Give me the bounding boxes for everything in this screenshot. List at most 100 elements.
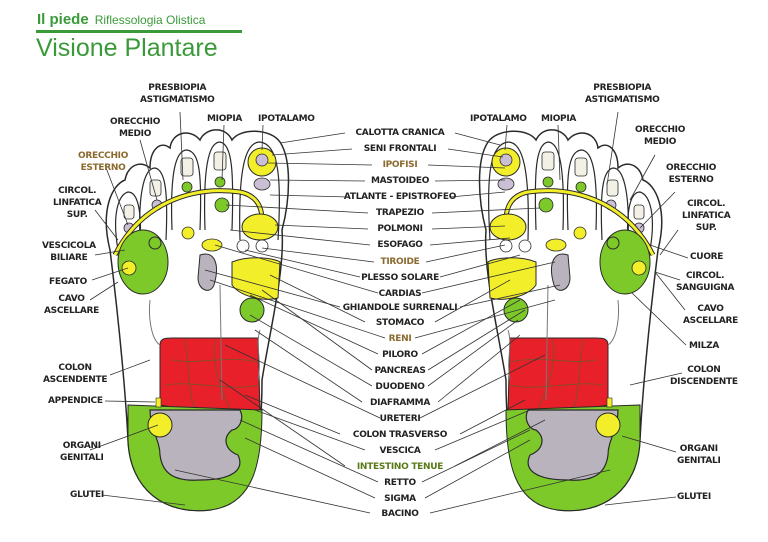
label-right-miopia: MIOPIA bbox=[541, 113, 576, 125]
label-line: CIRCOL. bbox=[58, 186, 97, 196]
label-left-organi-genitali: ORGANI GENITALI bbox=[60, 440, 104, 464]
label-line: SUP. bbox=[66, 210, 88, 220]
label-line: GENITALI bbox=[60, 453, 104, 463]
label-line: GENITALI bbox=[677, 456, 721, 466]
label-line: ESTERNO bbox=[80, 163, 126, 173]
label-line: ASCENDENTE bbox=[43, 375, 108, 385]
label-left-vescicola-biliare: VESCICOLA BILIARE bbox=[42, 240, 96, 264]
label-line: PRESBIOPIA bbox=[148, 83, 207, 93]
label-line: ORECCHIO bbox=[666, 163, 717, 173]
label-line: CAVO bbox=[58, 294, 85, 304]
label-line: MIOPIA bbox=[207, 114, 243, 124]
label-line: PRESBIOPIA bbox=[593, 83, 652, 93]
label-left-cavo-ascellare: CAVO ASCELLARE bbox=[44, 293, 99, 317]
label-plesso-solare: PLESSO SOLARE bbox=[361, 273, 439, 283]
label-left-orecchio-esterno: ORECCHIO ESTERNO bbox=[78, 150, 128, 174]
label-right-colon-discendente: COLON DISCENDENTE bbox=[670, 364, 738, 388]
label-right-circol-linfatica: CIRCOL. LINFATICA SUP. bbox=[682, 198, 731, 234]
label-right-ipotalamo: IPOTALAMO bbox=[470, 113, 527, 125]
label-diaframma: DIAFRAMMA bbox=[369, 398, 430, 408]
label-intestino-tenue: INTESTINO TENUE bbox=[356, 462, 444, 472]
label-atlante-epistrofeo: ATLANTE - EPISTROFEO bbox=[343, 192, 457, 202]
label-line: CIRCOL. bbox=[687, 199, 726, 209]
label-line: VESCICOLA bbox=[42, 241, 96, 251]
left-foot bbox=[106, 130, 288, 511]
label-left-miopia: MIOPIA bbox=[207, 113, 242, 125]
leader-lines bbox=[174, 132, 611, 514]
label-ureteri: URETERI bbox=[379, 414, 421, 424]
label-tiroide: TIROIDE bbox=[380, 257, 420, 267]
label-stomaco: STOMACO bbox=[375, 318, 425, 328]
right-leader-lines bbox=[504, 111, 689, 506]
label-line: FEGATO bbox=[49, 277, 87, 287]
label-line: IPOTALAMO bbox=[258, 114, 315, 124]
label-reni: RENI bbox=[388, 334, 412, 344]
label-colon-trasverso: COLON TRASVERSO bbox=[352, 430, 448, 440]
label-line: GLUTEI bbox=[677, 492, 711, 502]
label-line: COLON bbox=[58, 363, 92, 373]
label-right-circol-sanguigna: CIRCOL. SANGUIGNA bbox=[676, 270, 735, 294]
page-title: Visione Plantare bbox=[36, 34, 218, 62]
label-right-organi-genitali: ORGANI GENITALI bbox=[677, 443, 721, 467]
label-line: DISCENDENTE bbox=[670, 377, 738, 387]
label-left-ipotalamo: IPOTALAMO bbox=[258, 113, 315, 125]
label-vescica: VESCICA bbox=[379, 446, 421, 456]
label-calotta-cranica: CALOTTA CRANICA bbox=[355, 128, 445, 138]
label-right-orecchio-medio: ORECCHIO MEDIO bbox=[635, 124, 685, 148]
label-right-milza: MILZA bbox=[689, 340, 719, 352]
label-line: MIOPIA bbox=[541, 114, 577, 124]
label-esofago: ESOFAGO bbox=[377, 240, 423, 250]
label-line: IPOTALAMO bbox=[470, 114, 527, 124]
label-line: COLON bbox=[687, 365, 721, 375]
left-leader-lines bbox=[89, 111, 264, 506]
right-foot bbox=[480, 130, 662, 511]
label-seni-frontali: SENI FRONTALI bbox=[363, 144, 437, 154]
label-piloro: PILORO bbox=[382, 350, 418, 360]
label-duodeno: DUODENO bbox=[375, 382, 425, 392]
label-line: MILZA bbox=[689, 341, 720, 351]
label-line: CIRCOL. bbox=[686, 271, 725, 281]
label-left-colon-ascendente: COLON ASCENDENTE bbox=[43, 362, 107, 386]
label-line: ASCELLARE bbox=[683, 316, 739, 326]
label-line: ASCELLARE bbox=[44, 306, 100, 316]
label-line: CUORE bbox=[690, 252, 724, 262]
label-right-glutei: GLUTEI bbox=[677, 491, 711, 503]
label-line: ORECCHIO bbox=[635, 125, 686, 135]
label-line: GLUTEI bbox=[70, 490, 104, 500]
label-line: BILIARE bbox=[50, 253, 88, 263]
label-line: LINFATICA bbox=[682, 211, 731, 221]
label-left-presbiopia: PRESBIOPIA ASTIGMATISMO bbox=[140, 82, 215, 106]
label-mastoideo: MASTOIDEO bbox=[370, 176, 430, 186]
header-brand-line: Il piede Riflessologia Olistica bbox=[37, 11, 205, 29]
label-line: APPENDICE bbox=[48, 396, 103, 406]
label-right-cavo-ascellare: CAVO ASCELLARE bbox=[683, 303, 738, 327]
label-line: ORECCHIO bbox=[110, 117, 161, 127]
label-line: ORGANI bbox=[679, 444, 718, 454]
header-divider bbox=[36, 30, 242, 33]
label-retto: RETTO bbox=[384, 478, 416, 488]
label-left-appendice: APPENDICE bbox=[48, 395, 103, 407]
label-line: ASTIGMATISMO bbox=[140, 95, 215, 105]
label-line: CAVO bbox=[697, 304, 724, 314]
label-line: SANGUIGNA bbox=[676, 283, 735, 293]
label-line: ORGANI bbox=[62, 441, 101, 451]
label-line: ASTIGMATISMO bbox=[585, 95, 660, 105]
label-ghiandole-surrenali: GHIANDOLE SURRENALI bbox=[342, 303, 458, 313]
label-pancreas: PANCREAS bbox=[374, 366, 426, 376]
label-line: ESTERNO bbox=[668, 175, 714, 185]
label-ipofisi: IPOFISI bbox=[382, 160, 418, 170]
label-trapezio: TRAPEZIO bbox=[376, 208, 424, 218]
label-left-orecchio-medio: ORECCHIO MEDIO bbox=[110, 116, 160, 140]
label-line: ORECCHIO bbox=[78, 151, 129, 161]
label-line: SUP. bbox=[695, 223, 717, 233]
label-left-fegato: FEGATO bbox=[49, 276, 87, 288]
header-brand: Il piede bbox=[37, 11, 89, 28]
label-right-orecchio-esterno: ORECCHIO ESTERNO bbox=[666, 162, 716, 186]
label-line: LINFATICA bbox=[53, 198, 102, 208]
label-right-cuore: CUORE bbox=[690, 251, 723, 263]
label-left-circol-linfatica: CIRCOL. LINFATICA SUP. bbox=[53, 185, 102, 221]
label-right-presbiopia: PRESBIOPIA ASTIGMATISMO bbox=[585, 82, 660, 106]
label-cardias: CARDIAS bbox=[378, 289, 422, 299]
header-subtitle: Riflessologia Olistica bbox=[94, 13, 206, 27]
